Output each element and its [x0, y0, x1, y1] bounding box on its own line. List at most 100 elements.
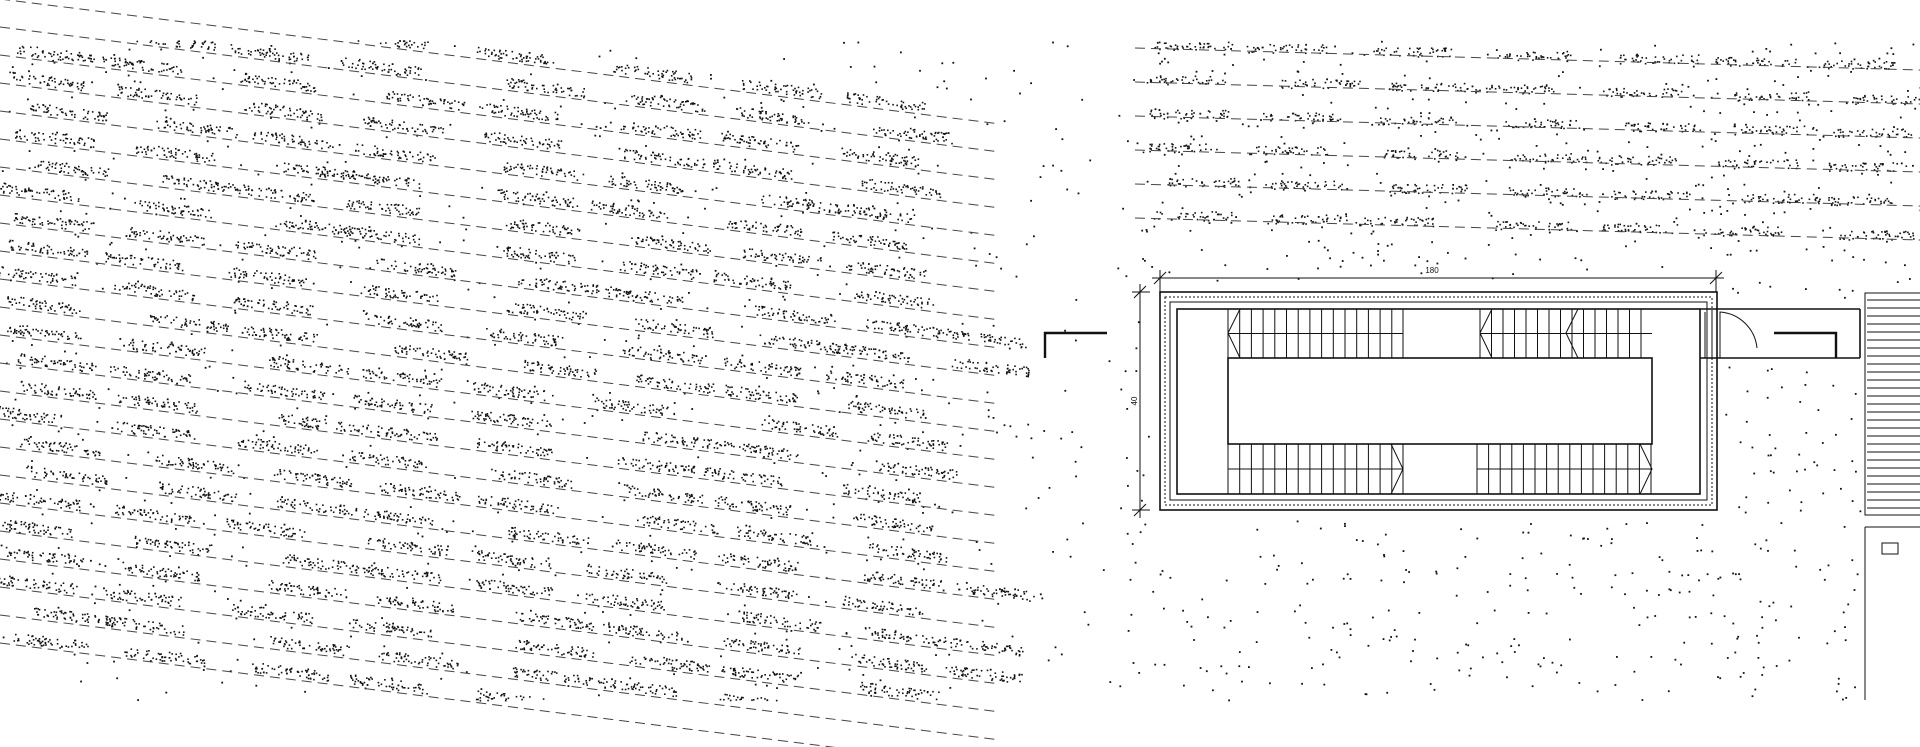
stipple-dot [655, 325, 658, 328]
stipple-dot [458, 357, 460, 359]
stipple-dot [243, 242, 246, 245]
stipple-dot [748, 145, 751, 148]
stipple-dot [183, 205, 186, 207]
stipple-dot [840, 237, 842, 240]
stipple-dot [532, 144, 534, 146]
stipple-dot [383, 69, 386, 71]
stipple-dot [439, 355, 441, 358]
stipple-dot [536, 193, 539, 196]
stipple-dot [268, 187, 270, 190]
stipple-dot [640, 374, 642, 377]
stipple-dot [866, 95, 868, 98]
stipple-dot [670, 244, 673, 247]
stipple-dot [333, 233, 336, 235]
stipple-dot [654, 292, 656, 294]
stipple-dot [270, 329, 273, 331]
stipple-dot [543, 62, 545, 65]
stipple-dot [623, 264, 625, 266]
stipple-dot [532, 342, 534, 344]
stipple-dot [374, 145, 376, 147]
stipple-dot [34, 305, 37, 307]
stipple-dot [404, 262, 406, 264]
stipple-dot [621, 212, 623, 214]
stipple-dot [236, 298, 238, 301]
stipple-dot [500, 192, 502, 194]
stipple-dot [32, 54, 34, 56]
stipple-dot [503, 196, 506, 198]
stipple-dot [677, 192, 680, 194]
stipple-dot [66, 197, 68, 199]
stipple-dot [626, 185, 628, 187]
stipple-dot [635, 69, 637, 71]
stipple-dot [179, 98, 182, 100]
stipple-dot [778, 287, 780, 289]
stipple-dot [726, 357, 728, 360]
stipple-dot [938, 192, 940, 195]
stipple-dot [795, 230, 797, 233]
stipple-dot [367, 116, 370, 119]
stipple-dot [560, 169, 563, 172]
stipple-dot [369, 236, 372, 238]
stipple-dot [409, 345, 411, 347]
stipple-dot [790, 225, 792, 227]
stipple-dot [898, 186, 900, 188]
stipple-dot [847, 239, 849, 241]
stipple-dot [868, 272, 870, 274]
stipple-dot [967, 360, 969, 363]
stipple-dot [665, 266, 668, 269]
stipple-dot [289, 109, 292, 112]
stipple-dot [618, 66, 621, 68]
stipple-dot [917, 164, 919, 166]
stipple-dot [288, 56, 291, 59]
stipple-dot [672, 127, 674, 129]
stipple-dot [769, 366, 772, 368]
stipple-dot [127, 95, 129, 98]
stipple-dot [837, 351, 839, 353]
stipple-dot [797, 123, 799, 125]
stipple-dot [923, 130, 926, 133]
stipple-dot [961, 331, 963, 333]
stipple-dot [308, 143, 311, 146]
stipple-dot [542, 230, 545, 233]
stipple-dot [886, 265, 889, 267]
stipple-dot [733, 222, 736, 224]
stipple-dot [506, 252, 509, 255]
stipple-dot [578, 317, 581, 320]
stipple-dot [526, 89, 528, 92]
stipple-dot [522, 223, 525, 225]
stipple-dot [17, 269, 20, 271]
stipple-dot [766, 257, 768, 260]
stipple-dot [668, 378, 671, 381]
stipple-dot [548, 252, 551, 255]
stipple-dot [624, 156, 626, 159]
stipple-dot [404, 154, 406, 156]
stipple-dot [399, 40, 401, 42]
stipple-dot [505, 142, 507, 145]
stipple-dot [874, 268, 877, 271]
stipple-dot [782, 280, 785, 283]
stipple-dot [369, 289, 372, 291]
stipple-dot [262, 80, 264, 82]
stipple-dot [302, 192, 305, 194]
stipple-dot [79, 54, 82, 57]
stipple-dot [178, 295, 181, 297]
stipple-dot [798, 262, 800, 264]
stipple-dot [83, 81, 85, 83]
stipple-dot [405, 351, 408, 353]
stipple-dot [676, 300, 679, 302]
stipple-dot [910, 137, 913, 139]
stipple-dot [245, 274, 247, 276]
stipple-dot [907, 328, 909, 331]
stipple-dot [884, 214, 886, 216]
stipple-dot [273, 303, 276, 306]
stipple-dot [376, 66, 379, 69]
stipple-dot [291, 134, 293, 137]
stipple-dot [583, 88, 585, 90]
stipple-dot [229, 186, 232, 188]
stipple-dot [853, 93, 855, 96]
stipple-dot [81, 223, 83, 225]
stipple-dot [869, 376, 871, 379]
stipple-dot [751, 116, 754, 118]
stipple-dot [800, 261, 802, 264]
stipple-dot [97, 115, 99, 118]
